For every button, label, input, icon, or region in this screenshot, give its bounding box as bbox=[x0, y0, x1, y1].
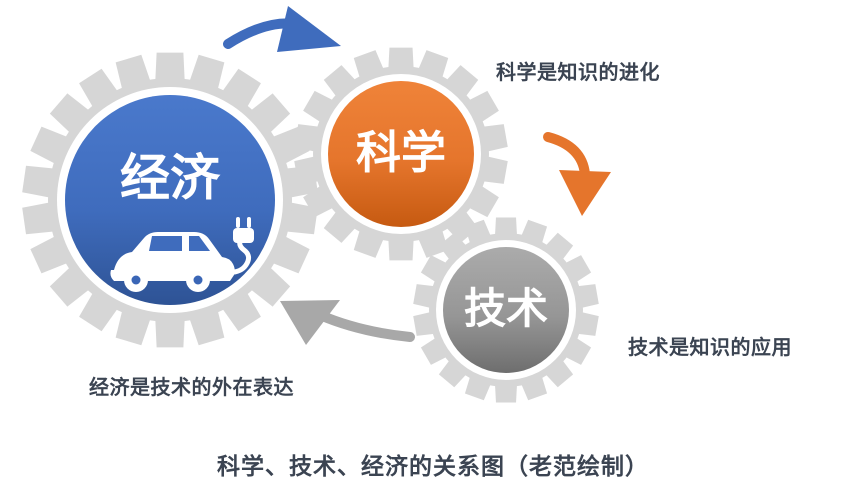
gear-tooth bbox=[49, 265, 92, 307]
gear-label-science: 科学 bbox=[356, 127, 446, 178]
gear-tooth bbox=[544, 358, 574, 388]
gear-label-economy: 经济 bbox=[120, 150, 221, 206]
gear-tooth bbox=[49, 93, 92, 135]
gear-tooth bbox=[467, 185, 499, 218]
gear-tooth bbox=[438, 232, 468, 262]
gear-disc-economy bbox=[65, 95, 275, 305]
gear-tooth bbox=[155, 317, 185, 348]
gear-science[interactable]: 科学 bbox=[294, 47, 508, 261]
electric-car-icon bbox=[110, 217, 254, 292]
gear-tooth bbox=[420, 255, 449, 283]
gear-tooth bbox=[155, 52, 185, 83]
arrow-science-to-technology bbox=[543, 132, 611, 216]
gear-tooth bbox=[248, 265, 291, 307]
gear-tooth bbox=[323, 210, 357, 243]
gear-teeth-economy bbox=[22, 52, 318, 348]
gear-tooth bbox=[388, 238, 414, 261]
gear-tooth bbox=[248, 93, 291, 135]
gear-tooth bbox=[22, 202, 57, 235]
arrow-technology-to-economy bbox=[280, 300, 415, 345]
caption-economy: 经济是技术的外在表达 bbox=[89, 377, 294, 399]
gear-tooth bbox=[445, 65, 479, 98]
gear-disc-technology bbox=[443, 247, 569, 373]
figure-title: 科学、技术、经济的关系图（老范绘制） bbox=[217, 453, 649, 479]
gear-tooth bbox=[494, 383, 518, 403]
gear-tooth bbox=[438, 358, 468, 388]
caption-technology: 技术是知识的应用 bbox=[628, 337, 792, 359]
gear-tooth bbox=[323, 65, 357, 98]
gear-tooth bbox=[467, 90, 499, 123]
gear-tooth bbox=[420, 337, 449, 365]
gear-tooth bbox=[303, 185, 335, 218]
gear-teeth-science bbox=[294, 47, 508, 261]
caption-science: 科学是知识的进化 bbox=[496, 62, 660, 84]
gear-tooth bbox=[388, 47, 414, 70]
gear-tooth bbox=[303, 90, 335, 123]
gear-label-technology: 技术 bbox=[464, 285, 548, 332]
gear-tooth bbox=[283, 202, 318, 235]
gear-technology[interactable]: 技术 bbox=[413, 217, 599, 403]
gear-disc-science bbox=[328, 81, 474, 227]
gear-tooth bbox=[563, 255, 592, 283]
gear-tooth bbox=[494, 217, 518, 237]
gear-tooth bbox=[22, 165, 57, 198]
gear-economy[interactable]: 经济 bbox=[22, 52, 318, 348]
arrow-economy-to-science bbox=[223, 6, 341, 52]
gear-tooth bbox=[563, 337, 592, 365]
gear-tooth bbox=[544, 232, 574, 262]
